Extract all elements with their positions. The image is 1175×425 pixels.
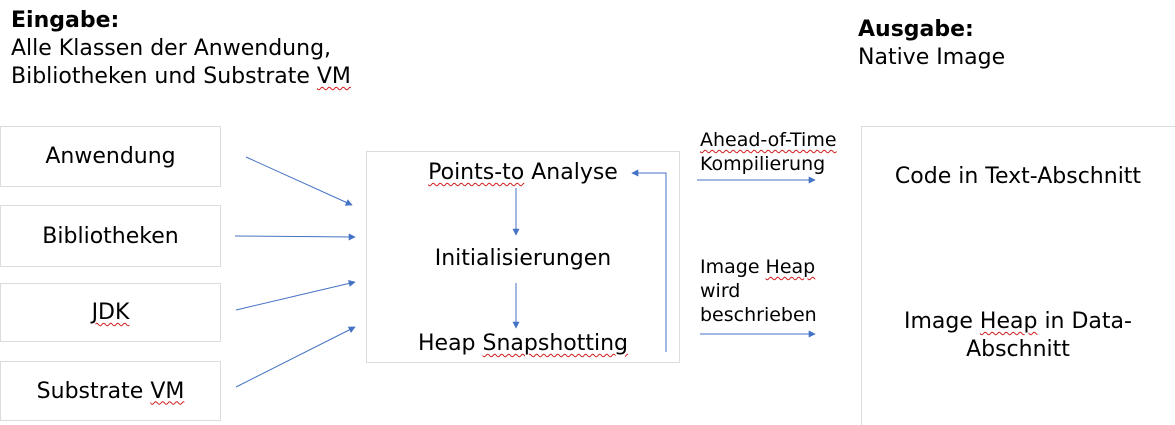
source-label-anwendung: Anwendung <box>45 144 176 169</box>
source-box-substrate-vm: Substrate VM <box>0 361 221 421</box>
input-description-line2: Bibliotheken und Substrate VM <box>11 64 351 89</box>
input-line2-text: Bibliotheken und Substrate <box>11 64 317 89</box>
source-box-bibliotheken: Bibliotheken <box>0 205 221 267</box>
result-heap-line1: Image Heap in Data- <box>861 308 1175 336</box>
output-description: Native Image <box>858 45 1006 70</box>
edge-label-heap-line2: wird <box>700 280 741 302</box>
edge-label-heap-line1: Image Heap <box>700 255 817 279</box>
source-label-substrate-vm: Substrate VM <box>37 379 185 404</box>
step1-analyse: Analyse <box>524 160 618 185</box>
process-step-initialisierungen: Initialisierungen <box>434 246 612 271</box>
edge-label-heap-line3: beschrieben <box>700 304 817 326</box>
edge-label-image-heap: Image Heap wird beschrieben <box>700 255 817 327</box>
result-heap-image: Image <box>904 309 980 334</box>
step3-snapshotting: Snapshotting <box>482 331 629 356</box>
arrow-feedback-loop <box>631 169 667 352</box>
arrow-bibliotheken-to-process <box>234 233 356 241</box>
arrow-group <box>234 156 816 388</box>
input-line2-vm: VM <box>316 64 351 89</box>
source-label-bibliotheken: Bibliotheken <box>42 223 179 249</box>
source-box-jdk: JDK <box>0 283 221 342</box>
arrow-substrate-to-process <box>235 326 356 388</box>
edge-label-aot: Ahead-of-Time Kompilierung <box>700 128 837 176</box>
result-box <box>861 126 1175 425</box>
process-step-points-to-analyse: Points-to Analyse <box>366 160 680 185</box>
edge-label-aot-line2: Kompilierung <box>700 153 826 175</box>
process-step-heap-snapshotting: Heap Snapshotting <box>366 331 680 356</box>
output-heading: Ausgabe: <box>858 17 974 42</box>
result-heap-data: in Data- <box>1037 309 1132 334</box>
source-label-substrate: Substrate <box>36 378 151 404</box>
source-box-anwendung: Anwendung <box>0 126 221 187</box>
edge-label-image: Image <box>700 256 766 278</box>
result-heap-line2: Abschnitt <box>966 337 1070 362</box>
result-heap-heap: Heap <box>979 309 1038 334</box>
result-code-section: Code in Text-Abschnitt <box>894 164 1142 189</box>
process-box <box>366 151 680 363</box>
input-heading: Eingabe: <box>11 8 120 33</box>
source-label-vm: VM <box>150 378 185 404</box>
result-heap-section: Image Heap in Data- Abschnitt <box>861 308 1175 364</box>
arrow-anwendung-to-process <box>245 156 353 206</box>
edge-label-aot-line1: Ahead-of-Time <box>700 129 837 151</box>
edge-label-heap: Heap <box>765 256 816 278</box>
step3-heap: Heap <box>417 331 483 356</box>
arrow-jdk-to-process <box>235 280 356 311</box>
input-description-line1: Alle Klassen der Anwendung, <box>11 36 332 61</box>
step1-points-to: Points-to <box>428 160 525 185</box>
source-label-jdk: JDK <box>91 300 130 325</box>
